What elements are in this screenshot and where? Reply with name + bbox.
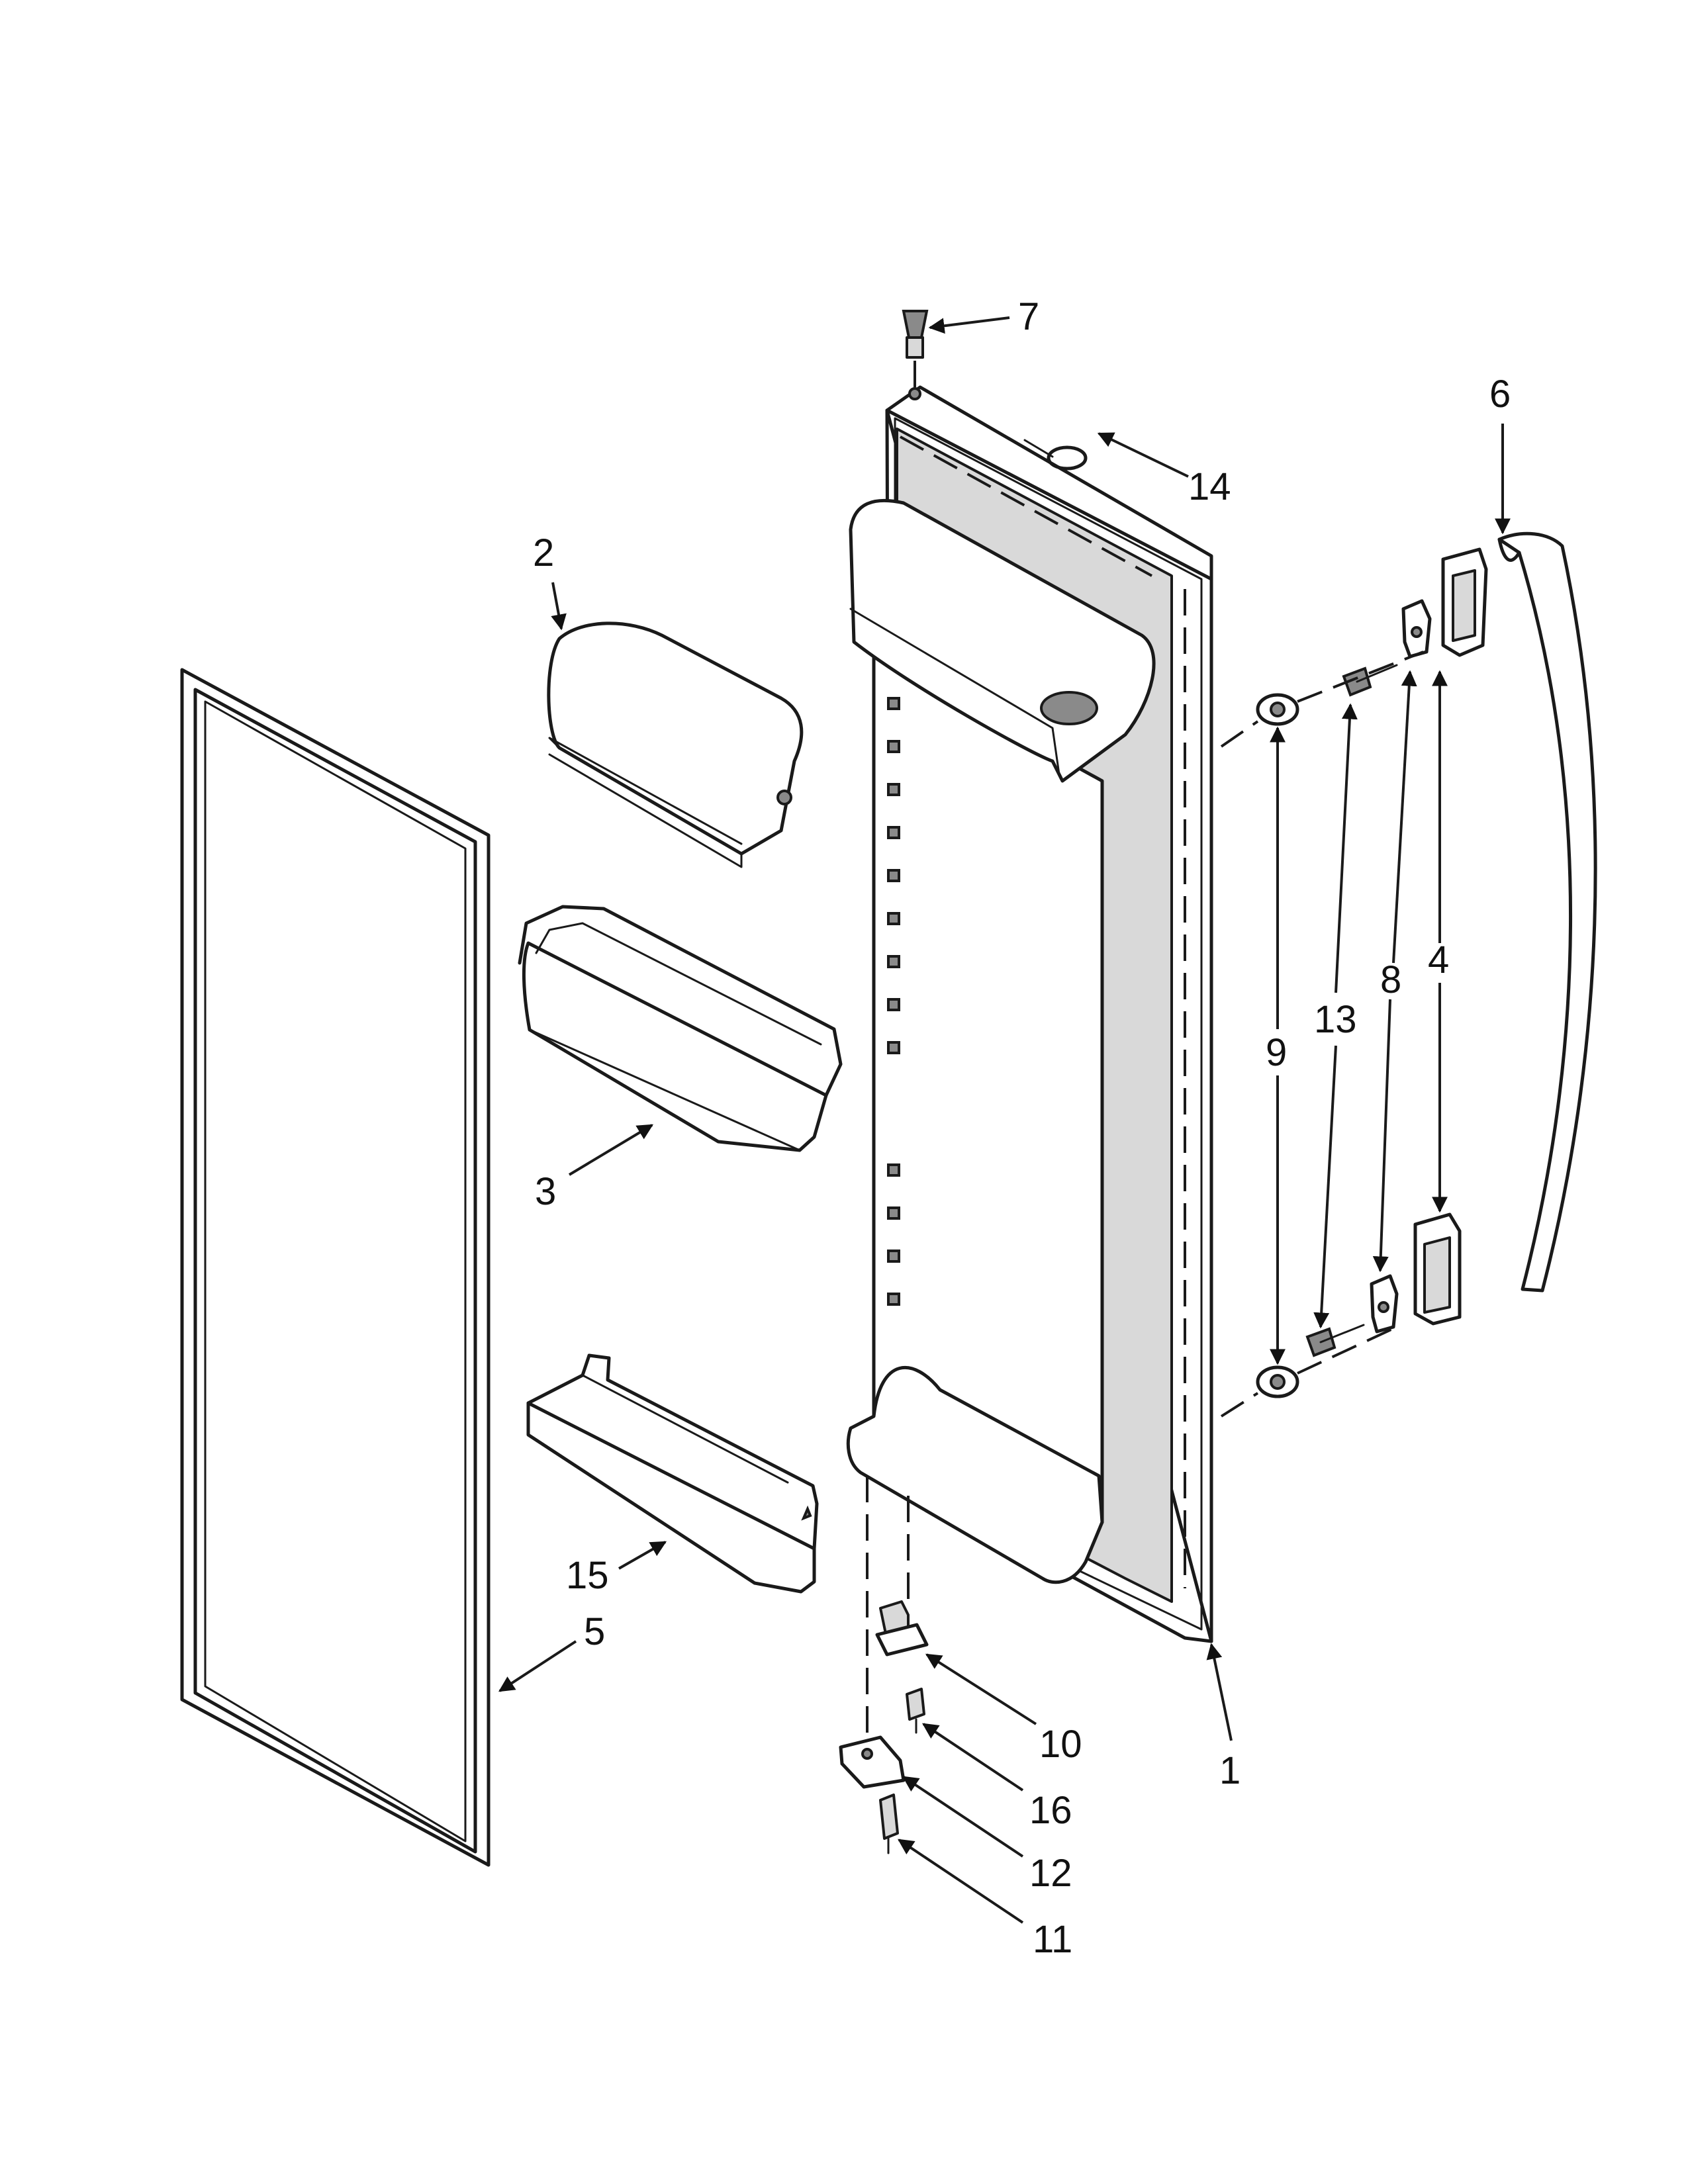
callout-2: 2: [533, 531, 554, 574]
callout-1: 1: [1219, 1749, 1241, 1792]
dairy-bin-door-part: [547, 621, 804, 868]
callout-3: 3: [535, 1170, 556, 1213]
callout-9: 9: [1266, 1031, 1287, 1074]
hole-plug-part: [1023, 439, 1088, 471]
grommet-lower-part: [1220, 1326, 1397, 1418]
callout-10: 10: [1039, 1723, 1082, 1766]
door-gasket-part: [180, 668, 491, 1867]
handle-endcap-upper-part: [1441, 547, 1488, 657]
callout-7: 7: [1018, 295, 1039, 338]
hinge-pin-part: [875, 1496, 929, 1657]
callout-14: 14: [1188, 465, 1231, 508]
callout-8: 8: [1380, 958, 1401, 1001]
callout-12: 12: [1029, 1852, 1072, 1895]
hinge-screw-16-part: [906, 1688, 925, 1734]
leader-lines: [498, 316, 1511, 1924]
callout-11: 11: [1033, 1918, 1072, 1961]
callout-labels: 7 14 6 2 3 15 5 4 8 13 9 1 10 16 12 11: [533, 295, 1511, 1961]
callout-13: 13: [1314, 998, 1357, 1041]
hinge-bracket-12-part: [839, 1476, 906, 1789]
door-plug-part: [902, 310, 929, 400]
grommet-upper-part: [1220, 651, 1424, 748]
handle-screw-lower-part: [1305, 1324, 1365, 1357]
callout-5: 5: [584, 1610, 605, 1653]
handle-screw-upper-part: [1342, 664, 1398, 697]
callout-16: 16: [1029, 1789, 1072, 1832]
handle-bracket-lower-part: [1370, 1274, 1399, 1334]
shelf-peg-column: [887, 697, 900, 1306]
door-bin-part: [518, 905, 843, 1152]
handle-endcap-lower-part: [1413, 1212, 1462, 1326]
door-liner-part: [846, 385, 1213, 1643]
callout-4: 4: [1428, 938, 1449, 981]
callout-6: 6: [1489, 373, 1511, 416]
door-handle-part: [1497, 531, 1597, 1293]
callout-15: 15: [566, 1554, 609, 1597]
shelf-rail-part: [526, 1353, 819, 1594]
hinge-screw-11-part: [879, 1794, 899, 1854]
handle-bracket-upper-part: [1401, 599, 1432, 659]
